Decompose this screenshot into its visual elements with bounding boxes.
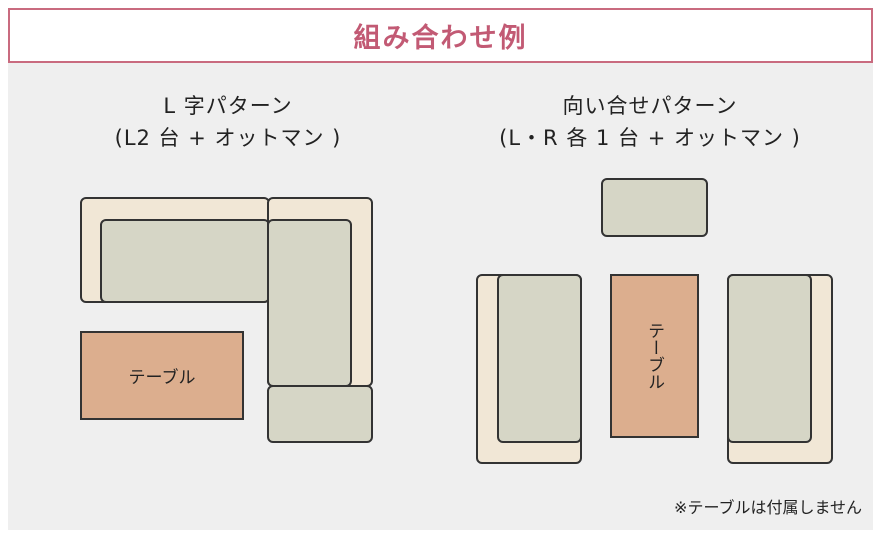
l-sofa-left [80,197,270,303]
facing-sofa-left-cushion [497,274,582,443]
title-banner: 組み合わせ例 [8,8,873,63]
facing-sofa-right [727,274,833,464]
facing-table-label: テーブル [644,322,664,390]
facing-sofa-left [476,274,582,464]
l-pattern-name: L 字パターン [163,94,293,118]
page-title: 組み合わせ例 [353,23,528,54]
l-sofa-right-cushion [267,219,352,387]
table-not-included-note: ※テーブルは付属しません [674,498,862,517]
facing-ottoman [601,178,708,237]
l-pattern-detail: (L2 台 + オットマン ) [114,126,342,150]
l-sofa-left-cushion [100,219,270,303]
facing-pattern-detail: (L・R 各 1 台 + オットマン ) [499,126,801,150]
facing-pattern-name: 向い合せパターン [562,94,738,118]
l-ottoman [267,385,373,443]
l-pattern-heading: L 字パターン (L2 台 + オットマン ) [97,90,359,154]
facing-table [610,274,699,438]
l-sofa-right [267,197,373,387]
l-table-label: テーブル [129,367,196,388]
facing-sofa-right-cushion [727,274,812,443]
l-table [80,331,244,420]
facing-pattern-heading: 向い合せパターン (L・R 各 1 台 + オットマン ) [460,90,840,154]
